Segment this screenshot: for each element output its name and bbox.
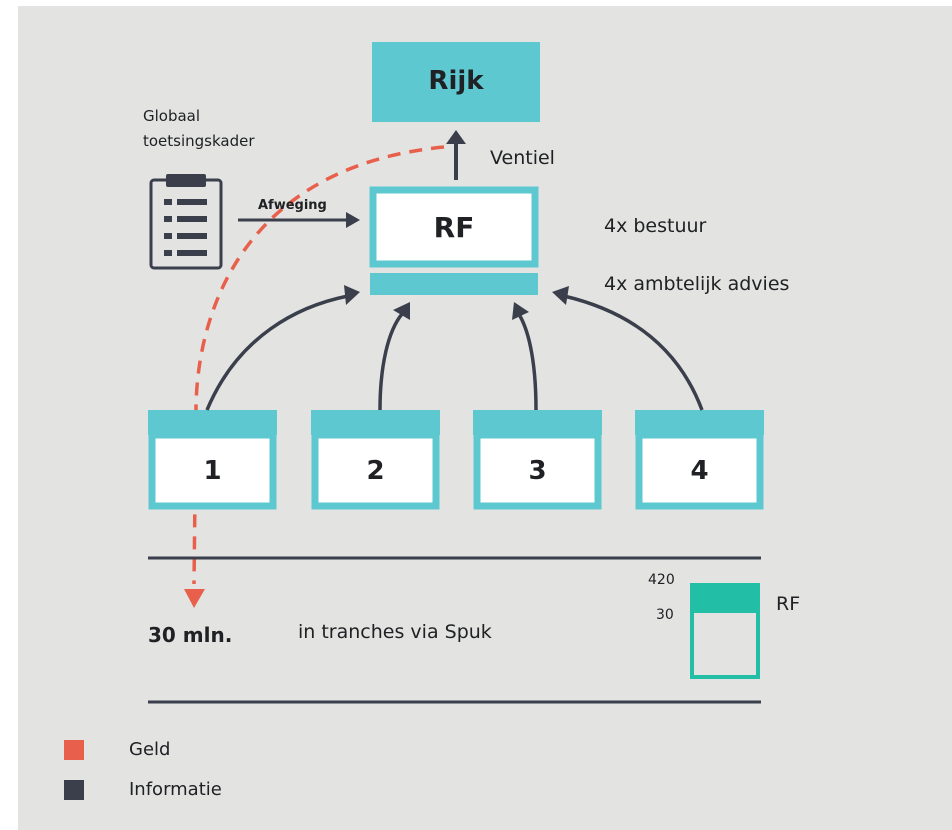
region-box-3 bbox=[473, 410, 602, 510]
mini-chart-value-bottom: 30 bbox=[656, 607, 674, 623]
advies-label: 4x ambtelijk advies bbox=[604, 273, 790, 295]
money-flow-line bbox=[192, 145, 445, 585]
amount-label: 30 mln. bbox=[148, 623, 233, 647]
afweging-arrow-head bbox=[346, 212, 360, 228]
ventiel-arrow-head bbox=[446, 130, 466, 144]
region-box-4 bbox=[635, 410, 764, 510]
framework-label-line2: toetsingskader bbox=[143, 132, 255, 150]
region-3-arrow bbox=[518, 315, 538, 411]
money-flow-arrow-head bbox=[184, 589, 205, 608]
region-2-arrow bbox=[378, 312, 404, 411]
rijk-label: Rijk bbox=[428, 66, 484, 96]
region-box-2 bbox=[311, 410, 440, 510]
region-4-arrow bbox=[563, 294, 704, 411]
diagram-svg bbox=[64, 42, 764, 800]
tranches-label: in tranches via Spuk bbox=[298, 621, 492, 643]
bestuur-label: 4x bestuur bbox=[604, 215, 707, 237]
afweging-label: Afweging bbox=[258, 198, 327, 213]
mini-chart-value-top: 420 bbox=[648, 572, 675, 588]
rijk-box bbox=[372, 42, 540, 122]
region-label-4: 4 bbox=[690, 456, 709, 486]
region-3-arrow-head bbox=[512, 302, 529, 320]
region-box-1 bbox=[148, 410, 277, 510]
legend-swatch-geld bbox=[64, 740, 84, 760]
legend-label-informatie: Informatie bbox=[129, 779, 222, 800]
diagram-canvas: Rijk RF Ventiel 4x bestuur 4x ambtelijk … bbox=[18, 6, 952, 830]
region-label-3: 3 bbox=[528, 456, 547, 486]
ventiel-label: Ventiel bbox=[490, 147, 555, 169]
mini-chart-label: RF bbox=[776, 593, 801, 615]
region-2-arrow-head bbox=[393, 302, 410, 320]
rf-advisory-bar bbox=[370, 273, 538, 295]
framework-label-line1: Globaal bbox=[143, 107, 201, 125]
region-1-arrow-head bbox=[344, 285, 360, 305]
rf-box bbox=[369, 186, 539, 268]
clipboard-icon bbox=[149, 174, 223, 270]
legend-swatch-informatie bbox=[64, 780, 84, 800]
mini-chart-rf bbox=[690, 583, 760, 679]
region-label-1: 1 bbox=[203, 456, 222, 486]
region-1-arrow bbox=[205, 294, 349, 411]
rf-label: RF bbox=[433, 211, 475, 244]
region-4-arrow-head bbox=[552, 286, 569, 305]
region-label-2: 2 bbox=[366, 456, 385, 486]
legend-label-geld: Geld bbox=[129, 739, 171, 760]
